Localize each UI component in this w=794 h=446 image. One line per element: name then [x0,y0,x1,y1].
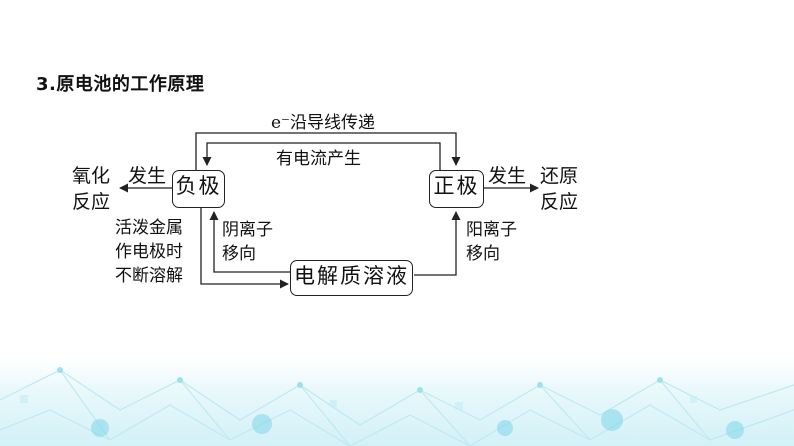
negative-electrode-box: 负极 [172,170,225,208]
cation-move-label: 阳离子 移向 [466,220,517,264]
positive-electrode-box: 正极 [429,170,484,208]
anion-move-label: 阴离子 移向 [222,220,273,264]
oxidation-reaction-label: 氧化 反应 [72,165,111,213]
reduction-reaction-label: 还原 反应 [540,165,579,213]
cation-move-arrow [414,211,461,276]
right-occur-label: 发生 [488,165,527,187]
anion-move-arrow [209,211,292,273]
metal-dissolve-arrow [200,207,289,289]
electrolyte-box: 电解质溶液 [290,260,413,296]
current-label: 有电流产生 [276,149,361,169]
left-occur-label: 发生 [128,165,167,187]
electron-flow-arrow [195,132,461,170]
metal-dissolve-note: 活泼金属 作电极时 不断溶解 [115,218,183,286]
section-heading: 3.原电池的工作原理 [36,74,205,95]
electron-flow-label: e⁻沿导线传递 [271,113,376,133]
current-flow-arrow [202,142,441,170]
